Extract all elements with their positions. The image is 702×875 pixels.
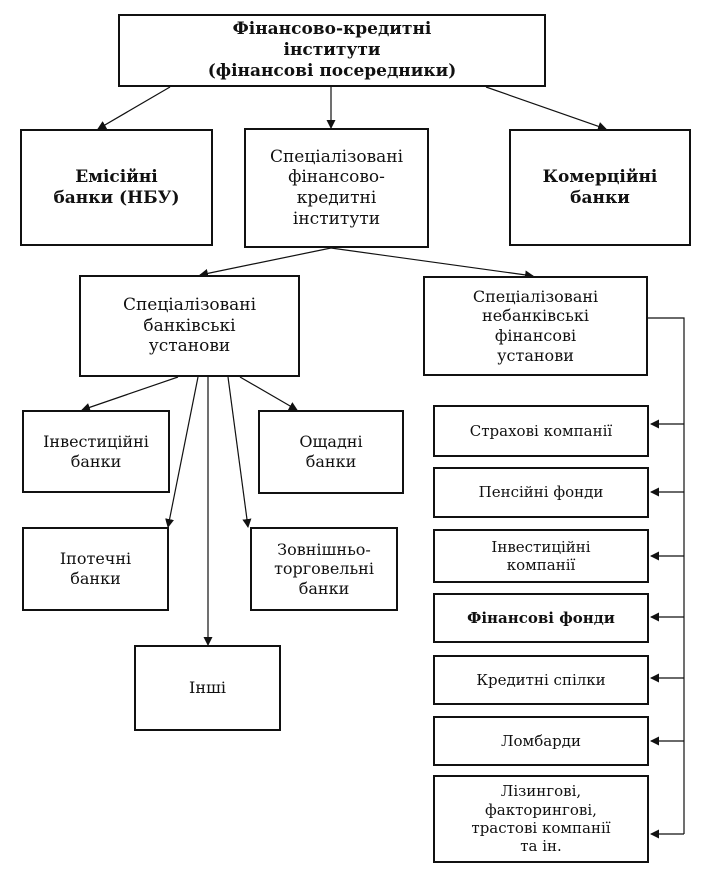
nonbank-item-leasing-factoring-trust: Лізингові, факторингові, трастові компан… — [433, 775, 649, 863]
nonbank-item-financial-funds: Фінансові фонди — [433, 593, 649, 643]
savings-banks-box: Ощадні банки — [258, 410, 404, 494]
arrow-root-to-emission — [97, 86, 171, 130]
arrow-to-foreign-trade-banks — [227, 376, 252, 528]
arrow-to-investment-banks — [81, 376, 179, 412]
arrow-to-savings-banks — [239, 376, 298, 411]
nonbank-item-insurance: Страхові компанії — [433, 405, 649, 457]
mortgage-banks-box: Іпотечні банки — [22, 527, 169, 611]
specialized-institutes-box: Спеціалізовані фінансово- кредитні інсти… — [244, 128, 429, 248]
arrow-to-nonbank-institutions — [330, 247, 534, 280]
arrow-to-bank-institutions — [199, 247, 332, 278]
bank-institutions-box: Спеціалізовані банківські установи — [79, 275, 300, 377]
root-box: Фінансово-кредитні інститути (фінансові … — [118, 14, 546, 87]
arrow-to-mortgage-banks — [165, 376, 199, 528]
nonbank-item-credit-unions: Кредитні спілки — [433, 655, 649, 705]
arrow-root-to-commercial — [485, 86, 607, 131]
nonbank-institutions-box: Спеціалізовані небанківські фінансові ус… — [423, 276, 648, 376]
nonbank-bus-line — [648, 317, 685, 834]
emission-banks-box: Емісійні банки (НБУ) — [20, 129, 213, 246]
nonbank-item-investment-companies: Інвестиційні компанії — [433, 529, 649, 583]
nonbank-item-pawnshops: Ломбарди — [433, 716, 649, 766]
commercial-banks-box: Комерційні банки — [509, 129, 691, 246]
nonbank-item-pension: Пенсійні фонди — [433, 467, 649, 518]
other-banks-box: Інші — [134, 645, 281, 731]
foreign-trade-banks-box: Зовнішньо- торговельні банки — [250, 527, 398, 611]
investment-banks-box: Інвестиційні банки — [22, 410, 170, 493]
